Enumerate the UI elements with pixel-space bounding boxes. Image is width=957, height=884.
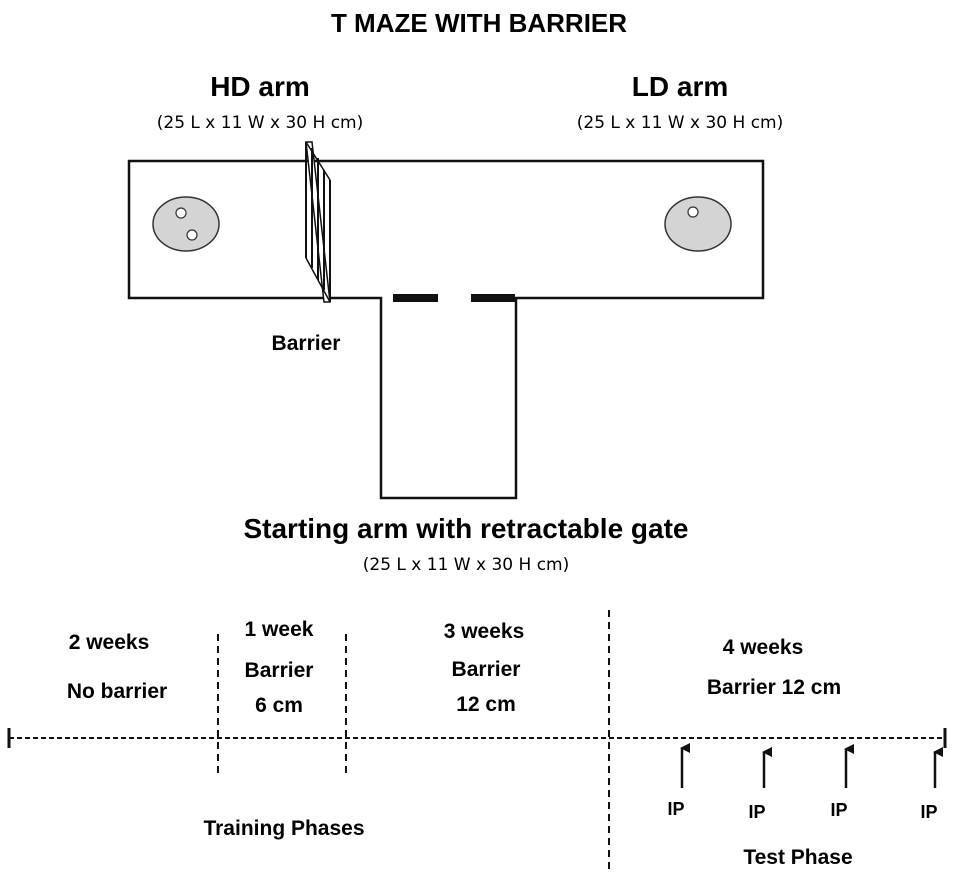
ip-label: IP [830, 800, 847, 820]
food-pellet [687, 206, 699, 218]
ld-arm-label: LD arm [632, 71, 728, 102]
ld-food-dish [664, 196, 732, 252]
segment-duration: 1 week [245, 618, 314, 641]
hd-arm-label: HD arm [210, 71, 310, 102]
starting-arm-dimensions: (25 L x 11 W x 30 H cm) [363, 555, 569, 575]
ip-label: IP [920, 802, 937, 822]
maze-outline [127, 159, 765, 500]
segment-duration: 4 weeks [723, 636, 804, 659]
barrier [305, 141, 331, 303]
segment-condition: Barrier 12 cm [707, 676, 841, 699]
ip-label: IP [748, 802, 765, 822]
ld-arm-dimensions: (25 L x 11 W x 30 H cm) [577, 113, 783, 133]
hd-food-dish [152, 196, 220, 252]
food-pellet [186, 229, 198, 241]
test-phase-label: Test Phase [743, 846, 852, 869]
segment-condition: Barrier [245, 659, 314, 682]
segment-barrier-height: 12 cm [456, 693, 516, 716]
segment-barrier-height: 6 cm [255, 694, 303, 717]
diagram-title: T MAZE WITH BARRIER [331, 8, 627, 38]
segment-duration: 3 weeks [444, 620, 525, 643]
segment-condition: No barrier [67, 680, 167, 703]
segment-duration: 2 weeks [69, 631, 150, 654]
hd-arm-dimensions: (25 L x 11 W x 30 H cm) [157, 113, 363, 133]
starting-arm-label: Starting arm with retractable gate [243, 513, 688, 544]
barrier-label: Barrier [272, 332, 341, 355]
training-phases-label: Training Phases [203, 817, 364, 840]
segment-condition: Barrier [452, 658, 521, 681]
food-pellet [175, 207, 187, 219]
ip-label: IP [667, 799, 684, 819]
